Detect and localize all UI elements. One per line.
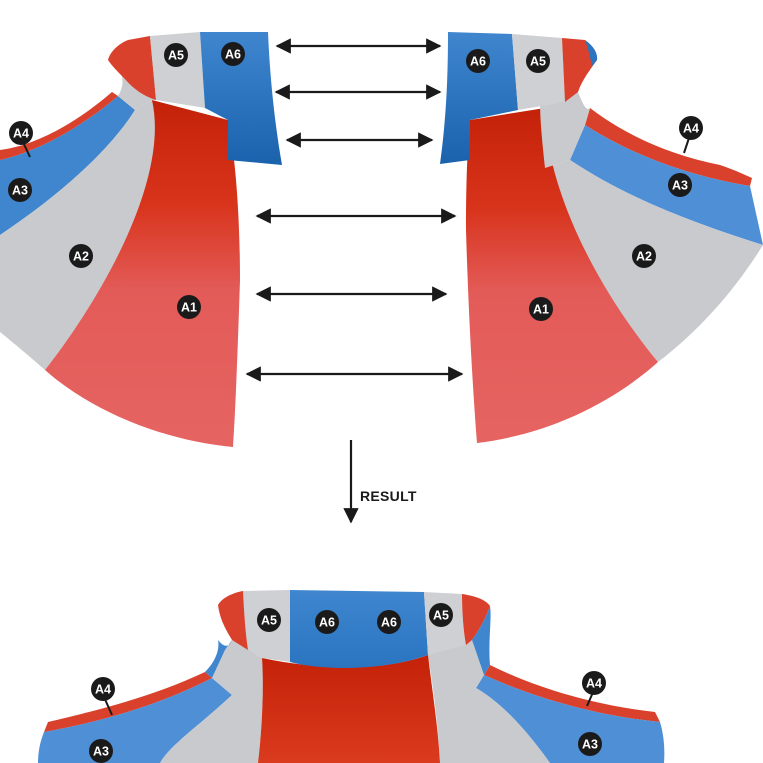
svg-text:A5: A5 (433, 609, 449, 623)
svg-text:A5: A5 (261, 614, 277, 628)
badge-a1-right: A1 (529, 297, 553, 321)
svg-text:A6: A6 (319, 616, 335, 630)
svg-text:A6: A6 (470, 55, 486, 69)
badge-a2-right: A2 (632, 244, 656, 268)
svg-text:A1: A1 (533, 303, 549, 317)
svg-text:A5: A5 (530, 55, 546, 69)
result-center-red (258, 655, 440, 763)
result-shape (38, 590, 664, 763)
badge-a2-left: A2 (69, 244, 93, 268)
badge-a6-right: A6 (466, 49, 490, 73)
svg-text:A4: A4 (683, 122, 699, 136)
result-arrow: RESULT (351, 440, 417, 522)
svg-text:A1: A1 (181, 301, 197, 315)
badge-a3-bottom-left: A3 (89, 739, 113, 763)
result-label: RESULT (360, 488, 417, 504)
badge-a5-bottom-right: A5 (429, 603, 453, 627)
svg-text:A4: A4 (586, 677, 602, 691)
badge-a1-left: A1 (177, 295, 201, 319)
svg-text:A2: A2 (636, 250, 652, 264)
badge-a6-bottom-right: A6 (377, 610, 401, 634)
badge-a4-bottom-right: A4 (582, 671, 606, 695)
connection-arrows (247, 46, 462, 374)
badge-a5-bottom-left: A5 (257, 608, 281, 632)
badge-a5-left: A5 (164, 43, 188, 67)
badge-a3-left: A3 (8, 178, 32, 202)
result-collar-blue (290, 590, 428, 668)
right-piece (440, 32, 763, 443)
svg-text:A3: A3 (672, 179, 688, 193)
svg-text:A3: A3 (93, 745, 109, 759)
badge-a5-right: A5 (526, 49, 550, 73)
badge-a6-bottom-left: A6 (315, 610, 339, 634)
badge-a6-left: A6 (221, 42, 245, 66)
left-piece (0, 32, 282, 447)
svg-text:A4: A4 (13, 127, 29, 141)
badge-a4-right: A4 (679, 116, 703, 140)
badge-a4-left: A4 (9, 121, 33, 145)
badge-a4-bottom-left: A4 (91, 677, 115, 701)
svg-text:A2: A2 (73, 250, 89, 264)
svg-text:A4: A4 (95, 683, 111, 697)
svg-text:A3: A3 (582, 738, 598, 752)
svg-text:A5: A5 (168, 49, 184, 63)
svg-text:A6: A6 (225, 48, 241, 62)
svg-text:A3: A3 (12, 184, 28, 198)
badge-a3-right: A3 (668, 173, 692, 197)
svg-text:A6: A6 (381, 616, 397, 630)
badge-a3-bottom-right: A3 (578, 732, 602, 756)
